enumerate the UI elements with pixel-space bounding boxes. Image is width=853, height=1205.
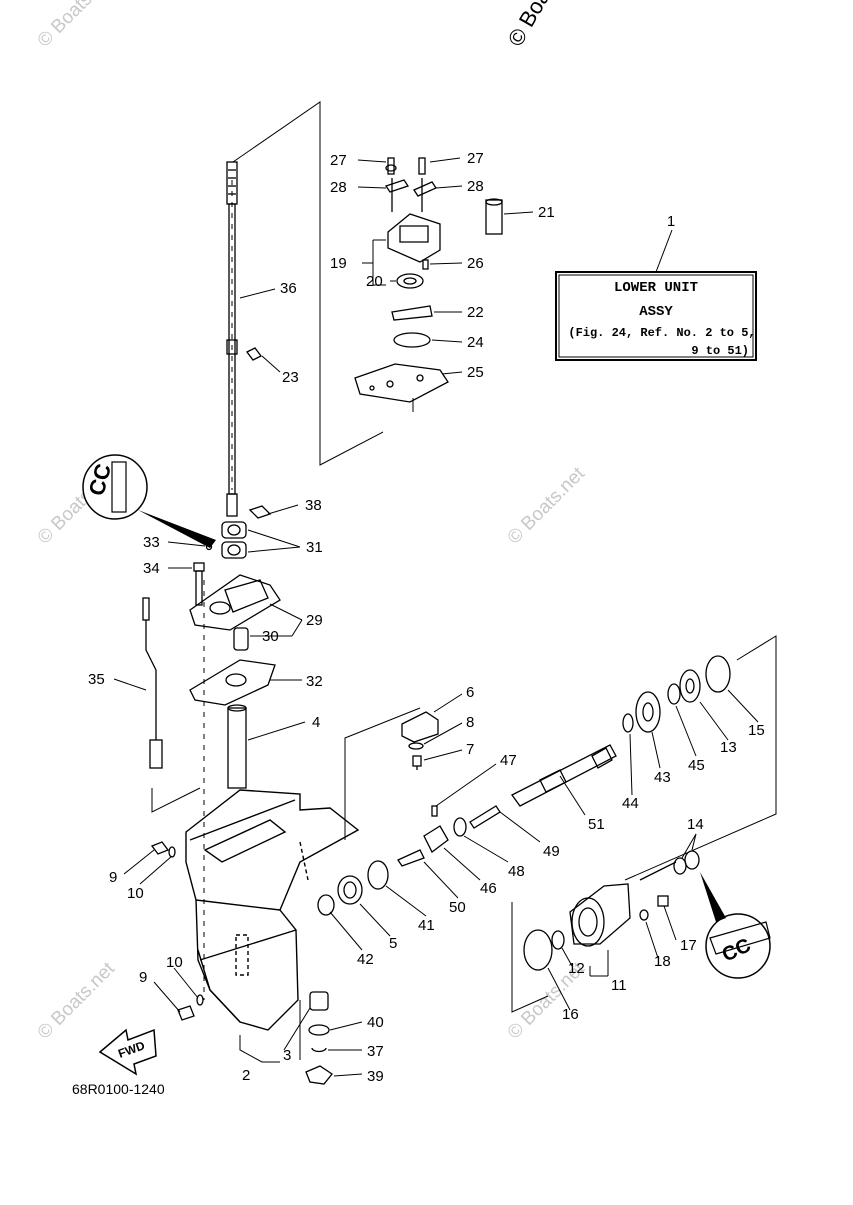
part-label: 11 xyxy=(611,977,627,994)
part-label: 31 xyxy=(306,539,323,556)
part-label: 27 xyxy=(330,152,347,169)
part-label: 27 xyxy=(467,150,484,167)
title-box: LOWER UNIT ASSY (Fig. 24, Ref. No. 2 to … xyxy=(555,213,757,361)
bolts-washers xyxy=(150,841,204,1021)
anode-parts xyxy=(401,711,439,770)
watermark: © Boats.net xyxy=(34,958,120,1044)
part-label: 30 xyxy=(262,628,279,645)
part-label: 28 xyxy=(330,179,347,196)
part-label: 37 xyxy=(367,1043,384,1060)
part-label: 8 xyxy=(466,714,474,731)
fwd-direction-icon: FWD xyxy=(98,1028,157,1076)
copyright-mark: © Boats.net xyxy=(503,0,582,50)
part-label: 25 xyxy=(467,364,484,381)
title-note-2: 9 to 51) xyxy=(691,344,749,358)
part-label: 24 xyxy=(467,334,484,351)
part-label: 14 xyxy=(687,816,704,833)
part-label: 6 xyxy=(466,684,474,701)
part-label: 36 xyxy=(280,280,297,297)
part-label: 33 xyxy=(143,534,160,551)
bracket-lines xyxy=(151,101,777,1060)
part-label: 18 xyxy=(654,953,671,970)
water-tube xyxy=(227,704,247,789)
detail-inset-bottom: CC xyxy=(700,872,771,979)
part-label: 13 xyxy=(720,739,737,756)
plate-assembly xyxy=(189,574,281,706)
part-label: 7 xyxy=(466,741,474,758)
part-label: 32 xyxy=(306,673,323,690)
part-label: 43 xyxy=(654,769,671,786)
title-line-1: LOWER UNIT xyxy=(614,280,698,296)
part-label: 38 xyxy=(305,497,322,514)
propeller-shaft-group xyxy=(317,655,731,916)
part-label: 28 xyxy=(467,178,484,195)
part-label: 48 xyxy=(508,863,525,880)
part-label: 39 xyxy=(367,1068,384,1085)
part-label: 16 xyxy=(562,1006,579,1023)
pump-components xyxy=(246,198,503,519)
part-label: 50 xyxy=(449,899,466,916)
diagram-code: 68R0100-1240 xyxy=(72,1081,165,1097)
watermark-group: © Boats.net © Boats.net © Boats.net © Bo… xyxy=(34,0,590,1044)
watermark: © Boats.net xyxy=(504,463,590,549)
part-label: 9 xyxy=(139,969,147,986)
part-label: 3 xyxy=(283,1047,291,1064)
part-label: 23 xyxy=(282,369,299,386)
lower-casing xyxy=(185,789,360,1031)
part-label: 46 xyxy=(480,880,497,897)
bearings-31 xyxy=(193,521,247,606)
part-label: 12 xyxy=(568,960,585,977)
watermark: © Boats.net xyxy=(34,0,120,52)
part-label: 5 xyxy=(389,935,397,952)
detail-inset-top: CC xyxy=(82,454,216,548)
part-label: 19 xyxy=(330,255,347,272)
part-labels: 27 27 28 28 21 19 26 20 22 24 25 36 23 3… xyxy=(88,150,765,1085)
part-label: 10 xyxy=(127,885,144,902)
part-label: 22 xyxy=(467,304,484,321)
part-label: 10 xyxy=(166,954,183,971)
part-label: 20 xyxy=(366,273,383,290)
part-label: 4 xyxy=(312,714,320,731)
title-line-2: ASSY xyxy=(639,304,673,320)
part-label: 47 xyxy=(500,752,517,769)
part-label: 35 xyxy=(88,671,105,688)
water-pump-housing xyxy=(384,157,441,263)
part-label: 34 xyxy=(143,560,160,577)
part-label: 26 xyxy=(467,255,484,272)
title-note-1: (Fig. 24, Ref. No. 2 to 5, xyxy=(568,326,755,340)
pinion-group xyxy=(305,991,333,1085)
part-label: 21 xyxy=(538,204,555,221)
part-label: 17 xyxy=(680,937,697,954)
part-label: 40 xyxy=(367,1014,384,1031)
part-label: 51 xyxy=(588,816,605,833)
propeller-cap-group xyxy=(523,850,700,971)
leader-lines xyxy=(113,157,759,1077)
part-label: 15 xyxy=(748,722,765,739)
part-label: 29 xyxy=(306,612,323,629)
callout-1: 1 xyxy=(667,213,675,230)
shift-rod xyxy=(142,597,163,769)
part-label: 42 xyxy=(357,951,374,968)
part-label: 2 xyxy=(242,1067,250,1084)
part-label: 49 xyxy=(543,843,560,860)
part-label: 41 xyxy=(418,917,435,934)
part-label: 9 xyxy=(109,869,117,886)
drive-shaft xyxy=(226,161,238,517)
part-label: 44 xyxy=(622,795,639,812)
part-label: 45 xyxy=(688,757,705,774)
